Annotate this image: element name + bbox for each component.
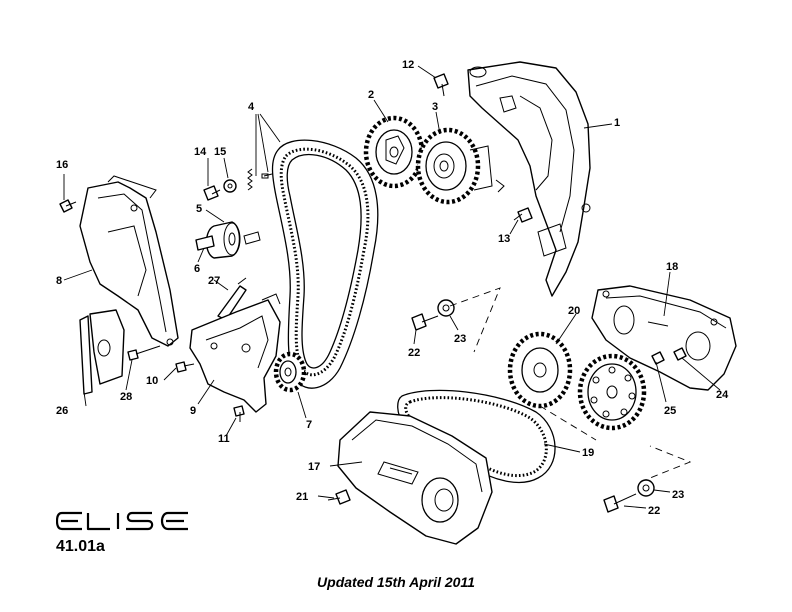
- callout-8: 8: [56, 275, 62, 287]
- part-14-bolt: [203, 185, 221, 201]
- callout-20: 20: [568, 305, 580, 317]
- callout-17: 17: [308, 461, 320, 473]
- callout-23-lower: 23: [672, 489, 684, 501]
- callout-12: 12: [402, 59, 414, 71]
- callout-4: 4: [248, 101, 255, 113]
- part-26-seal-strip: [79, 309, 125, 395]
- part-5-tensioner-pulley: [195, 221, 261, 259]
- part-18-rear-lower-cover: [591, 285, 737, 391]
- callout-6: 6: [194, 263, 200, 275]
- callout-13: 13: [498, 233, 510, 245]
- part-1-rear-timing-cover: [467, 61, 591, 297]
- part-3-cam-pulley: [415, 127, 493, 205]
- callout-19: 19: [582, 447, 594, 459]
- callout-2: 2: [368, 89, 374, 101]
- updated-date: Updated 15th April 2011: [317, 574, 475, 590]
- callout-28: 28: [120, 391, 132, 403]
- callout-18: 18: [666, 261, 678, 273]
- callout-14: 14: [194, 146, 207, 158]
- part-16-bolt: [59, 199, 77, 213]
- part-23-washer-upper: [437, 299, 455, 317]
- part-15-washer: [223, 179, 237, 193]
- callout-15: 15: [214, 146, 226, 158]
- callout-1: 1: [614, 117, 620, 129]
- callout-26: 26: [56, 405, 68, 417]
- part-4-timing-belt: [247, 139, 379, 389]
- part-17-lower-front-cover: [337, 411, 493, 545]
- alignment-lines: [449, 287, 692, 483]
- callout-24: 24: [716, 389, 729, 401]
- part-12-bolt: [433, 73, 449, 97]
- part-2-cam-pulley: [363, 115, 425, 189]
- callout-9: 9: [190, 405, 196, 417]
- callout-16: 16: [56, 159, 68, 171]
- callout-25: 25: [664, 405, 676, 417]
- callout-22-lower: 22: [648, 505, 660, 517]
- part-28-screw: [127, 345, 161, 361]
- callout-5: 5: [196, 203, 202, 215]
- page-reference: 41.01a: [56, 538, 105, 555]
- callout-27: 27: [208, 275, 220, 287]
- callout-3: 3: [432, 101, 438, 113]
- callout-22-upper: 22: [408, 347, 420, 359]
- elise-logo: [56, 511, 188, 531]
- part-8-front-cover: [79, 175, 179, 347]
- part-9-bracket: [189, 293, 281, 413]
- callout-7: 7: [306, 419, 312, 431]
- part-22-bolt-upper: [411, 313, 439, 331]
- callout-11: 11: [218, 433, 230, 445]
- part-25-crank-pulley: [577, 353, 647, 431]
- callout-21: 21: [296, 491, 308, 503]
- leader-lines: [63, 65, 721, 509]
- part-13-bolt: [513, 207, 533, 223]
- part-22-bolt-lower: [603, 493, 637, 513]
- part-21-bolt: [327, 489, 351, 505]
- callout-labels: 1 2 3 4 5 6 7 8 9 10 11 12 13 14 15 16 1…: [56, 59, 729, 517]
- part-10-bolt: [175, 361, 195, 373]
- part-7-idler-pulley: [273, 351, 307, 393]
- part-20-crank-pulley: [507, 331, 573, 409]
- part-11-bolt: [233, 405, 245, 422]
- callout-10: 10: [146, 375, 158, 387]
- part-24-bolt: [651, 347, 687, 365]
- callout-23-upper: 23: [454, 333, 466, 345]
- part-23-washer-lower: [637, 479, 655, 497]
